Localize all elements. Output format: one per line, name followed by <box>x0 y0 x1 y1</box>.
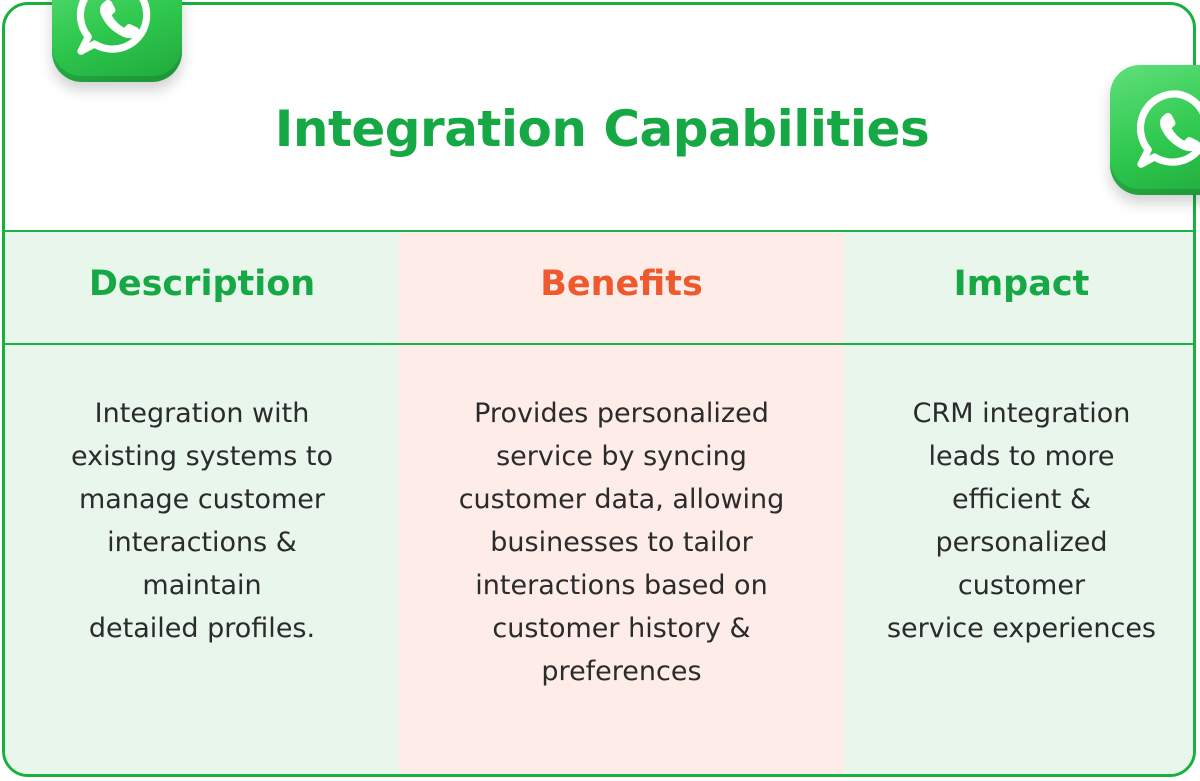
impact-column: Impact CRM integration leads to more eff… <box>844 232 1193 774</box>
description-header: Description <box>88 264 316 304</box>
description-column: Description Integration with existing sy… <box>5 232 399 774</box>
header-top-divider <box>5 230 1193 232</box>
whatsapp-icon <box>52 0 182 82</box>
benefits-text: Provides personalized service by syncing… <box>458 398 785 687</box>
description-text: Integration with existing systems to man… <box>71 398 333 644</box>
benefits-column: Benefits Provides personalized service b… <box>399 232 844 774</box>
impact-header: Impact <box>953 264 1090 304</box>
page-title: Integration Capabilities <box>274 100 930 158</box>
whatsapp-icon <box>1110 65 1200 195</box>
header-bottom-divider <box>5 343 1193 345</box>
benefits-header: Benefits <box>540 264 703 304</box>
impact-text: CRM integration leads to more efficient … <box>886 398 1156 644</box>
